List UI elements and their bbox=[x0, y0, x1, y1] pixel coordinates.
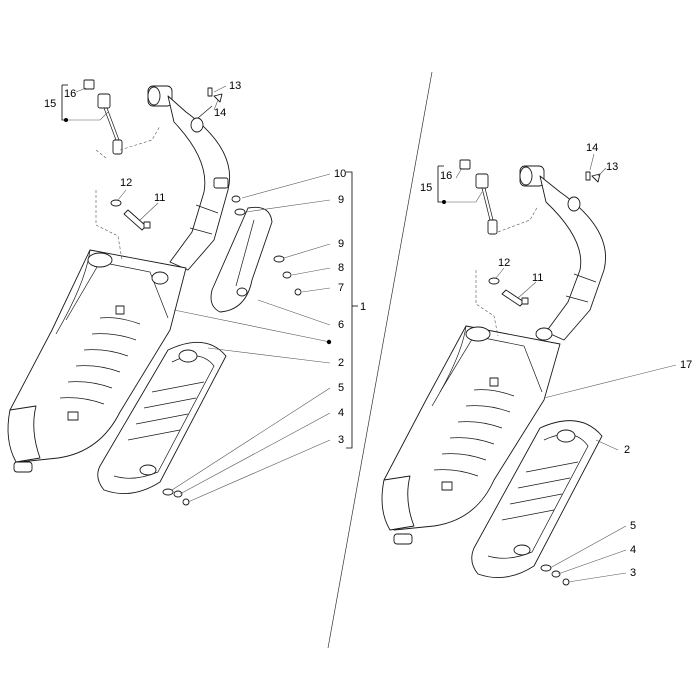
left-callout-16: 16 bbox=[64, 88, 76, 100]
left-oxygen-sensor bbox=[83, 79, 123, 155]
left-callout-5: 5 bbox=[338, 382, 344, 394]
right-assembly: 15 16 12 11 14 13 17 2 5 4 3 bbox=[381, 142, 692, 586]
left-callout-8: 8 bbox=[338, 262, 344, 274]
left-heat-shield bbox=[97, 341, 227, 495]
right-muffler bbox=[381, 325, 561, 545]
right-callout-13: 13 bbox=[606, 161, 618, 173]
right-callout-17: 17 bbox=[680, 359, 692, 371]
left-callout-12: 12 bbox=[120, 177, 132, 189]
left-callout-9a: 9 bbox=[338, 194, 344, 206]
right-callout-2: 2 bbox=[624, 444, 630, 456]
left-callout-3: 3 bbox=[338, 434, 344, 446]
right-callout-3: 3 bbox=[630, 567, 636, 579]
left-hardware bbox=[110, 87, 302, 506]
left-callout-15: 15 bbox=[44, 98, 56, 110]
left-callout-13: 13 bbox=[229, 80, 241, 92]
right-callout-12: 12 bbox=[498, 257, 510, 269]
right-callout-11: 11 bbox=[532, 272, 543, 284]
left-callout-11: 11 bbox=[154, 192, 165, 204]
right-callout-4: 4 bbox=[630, 544, 636, 556]
left-header-pipe bbox=[147, 85, 230, 271]
right-hardware bbox=[488, 171, 601, 586]
right-callout-15: 15 bbox=[420, 182, 432, 194]
left-callout-14: 14 bbox=[214, 107, 226, 119]
left-callout-2: 2 bbox=[338, 357, 344, 369]
left-callout-4: 4 bbox=[338, 407, 344, 419]
right-callout-14: 14 bbox=[586, 142, 598, 154]
left-mounting-bracket bbox=[210, 206, 273, 313]
right-callout-16: 16 bbox=[440, 170, 452, 182]
left-muffler bbox=[7, 249, 187, 473]
right-callout-5: 5 bbox=[630, 520, 636, 532]
right-heat-shield bbox=[471, 420, 603, 579]
left-callout-10: 10 bbox=[334, 168, 346, 180]
right-header-pipe bbox=[519, 165, 606, 341]
left-callout-7: 7 bbox=[338, 282, 344, 294]
left-callout-1: 1 bbox=[360, 301, 366, 313]
left-callout-6: 6 bbox=[338, 319, 344, 331]
left-callout-9b: 9 bbox=[338, 238, 344, 250]
section-divider bbox=[327, 71, 433, 649]
left-assembly: 15 16 12 11 13 14 10 9 9 8 7 1 6 2 5 4 3 bbox=[7, 79, 366, 506]
right-oxygen-sensor bbox=[459, 159, 498, 235]
